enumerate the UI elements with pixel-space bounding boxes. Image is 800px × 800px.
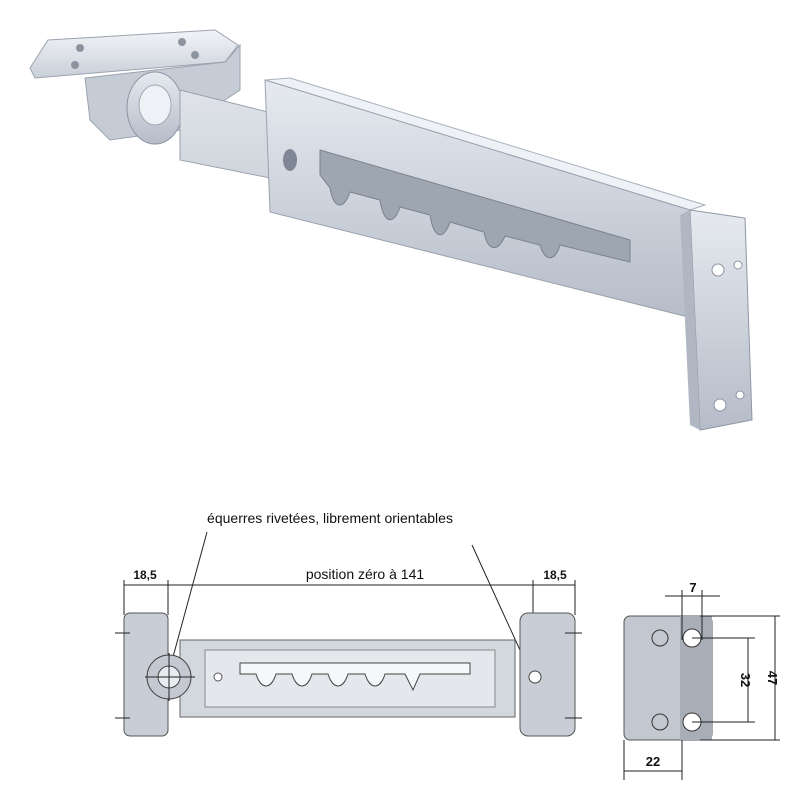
mount-hole (711, 263, 725, 277)
mount-hole (735, 390, 745, 400)
bottom-bracket-edge (680, 210, 700, 430)
mount-hole (191, 51, 199, 59)
leader-line-left (169, 531, 208, 669)
mount-hole (76, 44, 84, 52)
slot-hole (213, 672, 223, 682)
depth-dimension: 22 (646, 754, 660, 769)
slide-inner (204, 649, 496, 708)
mount-hole (178, 38, 186, 46)
callout-label: équerres rivetées, librement orientables (207, 510, 453, 526)
mount-hole (713, 398, 727, 412)
mount-hole (71, 61, 79, 69)
length-label: position zéro à 141 (306, 566, 425, 582)
height-dimension: 47 (765, 671, 780, 685)
hole-spacing-dimension: 32 (738, 673, 753, 687)
mount-hole (651, 713, 669, 731)
right-bracket-dimension: 18,5 (543, 568, 567, 582)
mount-hole (651, 629, 669, 647)
right-rivet-hole (528, 670, 542, 684)
hole-offset-dimension: 7 (689, 580, 696, 595)
tube-hole (283, 149, 297, 171)
side-view: 7 32 47 22 (623, 580, 780, 780)
front-view (115, 612, 582, 737)
mount-hole (733, 260, 743, 270)
left-bracket-dimension: 18,5 (133, 568, 157, 582)
adjustment-slot (319, 149, 631, 263)
rivet-head (138, 84, 172, 126)
product-render (29, 29, 753, 431)
length-dimension (123, 580, 576, 615)
adjustment-slot (239, 662, 471, 692)
right-bracket (519, 612, 576, 737)
